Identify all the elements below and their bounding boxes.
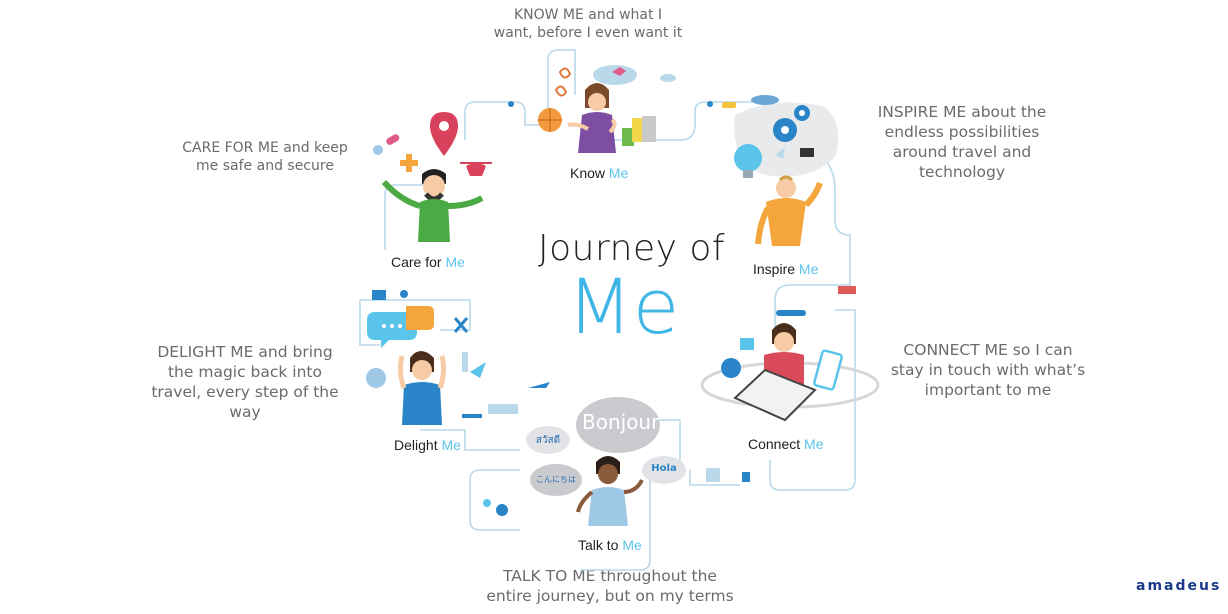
chat-bubble-icon [367, 312, 417, 348]
connect-description: CONNECT ME so I can stay in touch with w… [890, 341, 1086, 400]
speech-bubble-bonjour [576, 397, 660, 453]
node-label-inspire: Inspire Me [753, 261, 819, 277]
speech-bubble-japanese [530, 464, 582, 496]
node-label-connect: Connect Me [748, 436, 824, 452]
scooter-icon [496, 504, 508, 516]
hat-icon [593, 65, 637, 85]
delight-description: DELIGHT ME and bring the magic back into… [151, 343, 339, 422]
care-character [373, 112, 492, 242]
helicopter-icon [466, 163, 486, 176]
airport-icon [488, 404, 518, 414]
speech-bubble-hola [642, 456, 686, 484]
amadeus-logo: amadeus [1136, 578, 1222, 594]
speech-bubble-thai [526, 426, 570, 454]
shopping-bag-icon [642, 116, 656, 142]
traveler-icon [483, 499, 491, 507]
delight-character [366, 290, 550, 425]
know-description: KNOW ME and what I want, before I even w… [493, 7, 683, 42]
luggage-icon [742, 472, 750, 482]
pill-icon [373, 145, 383, 155]
chat-bubble-icon [406, 306, 434, 330]
traveler-icon [707, 101, 713, 107]
talk-description: TALK TO ME throughout the entire journey… [486, 567, 734, 606]
title-me: Me [567, 262, 680, 351]
node-label-know: Know Me [570, 165, 629, 181]
airplane-icon [470, 362, 486, 378]
bubble-japanese-text: こんにちは [536, 475, 576, 484]
headset-icon [366, 368, 386, 388]
medical-cross-icon [400, 154, 418, 172]
book-icon [800, 148, 814, 157]
rocket-icon [775, 147, 785, 159]
node-label-delight: Delight Me [394, 437, 461, 453]
car-icon [722, 102, 736, 108]
shopping-bag-icon [632, 118, 644, 142]
building-icon [706, 468, 720, 482]
location-pin-icon [430, 112, 458, 156]
wifi-icon [721, 358, 741, 378]
bubble-thai-text: สวัสดี [535, 435, 561, 446]
care-description: CARE FOR ME and keep me safe and secure [182, 140, 348, 175]
know-character [538, 65, 676, 153]
lightbulb-icon [734, 144, 762, 172]
traveler-icon [400, 290, 408, 298]
device-icon [740, 338, 754, 350]
traveler-icon [508, 101, 514, 107]
shopping-bag-icon [622, 128, 634, 146]
glasses-icon [554, 67, 572, 97]
node-label-care: Care for Me [391, 254, 465, 270]
title-journey-of: Journey of [538, 228, 726, 269]
phone-icon [813, 349, 843, 391]
node-label-talk: Talk to Me [578, 537, 642, 553]
inspire-character [734, 95, 839, 246]
ticket-icon [838, 286, 856, 294]
tools-icon [453, 317, 469, 333]
train-icon [776, 310, 806, 316]
hotel-icon [372, 290, 386, 300]
cloud-icon [751, 95, 779, 105]
cloud-icon [660, 74, 676, 82]
bubble-hola-text: Hola [651, 463, 677, 474]
talk-character [483, 397, 750, 526]
airplane-icon [528, 382, 550, 388]
pill-icon [386, 134, 400, 145]
inspire-description: INSPIRE ME about the endless possibiliti… [877, 103, 1047, 182]
bubble-bonjour-text: Bonjour [582, 410, 660, 434]
heart-icon [612, 67, 626, 76]
connect-character [700, 286, 880, 422]
laptop-icon [733, 368, 817, 422]
bottle-icon [462, 352, 468, 372]
